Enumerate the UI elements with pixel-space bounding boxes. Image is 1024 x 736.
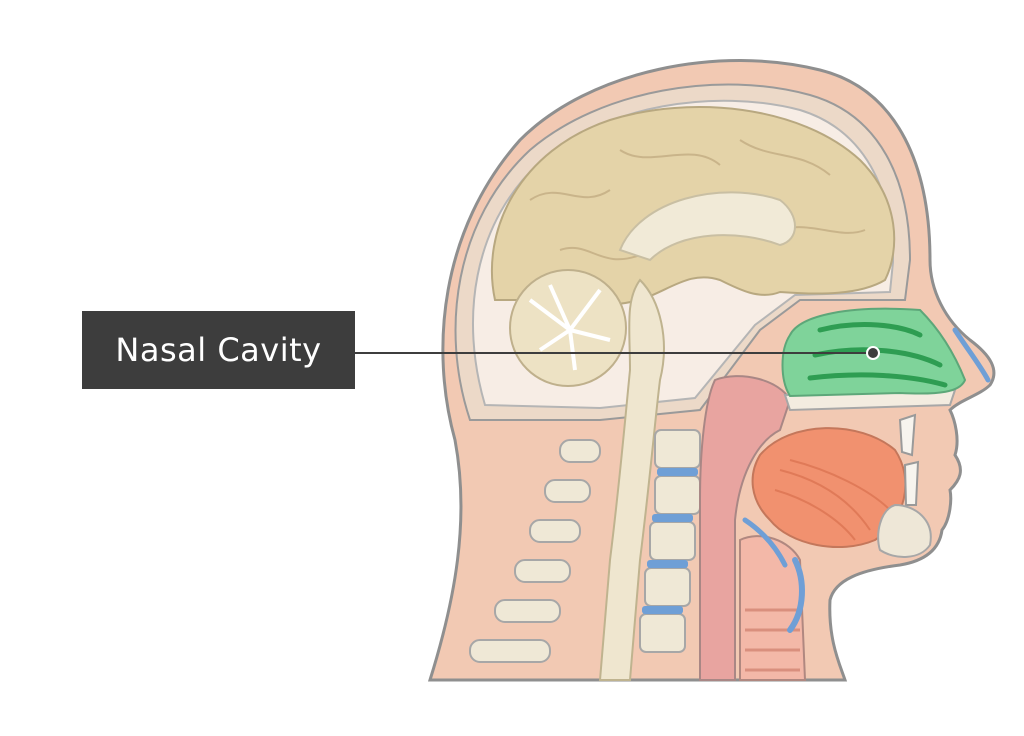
epiglottis — [742, 517, 788, 568]
nasal-cavity-label: Nasal Cavity — [115, 331, 322, 369]
teeth — [898, 413, 920, 506]
nasal-cartilage — [952, 327, 991, 383]
pharynx — [699, 375, 792, 681]
cervical-vertebrae — [639, 429, 701, 653]
corpus-callosum — [618, 191, 796, 262]
brain-gyri — [529, 139, 866, 261]
trachea-rings — [745, 608, 800, 672]
mandible — [877, 503, 932, 558]
cerebellum-arbor — [528, 284, 611, 371]
laryngeal-cartilage — [787, 557, 805, 633]
label-pointer-dot — [866, 346, 880, 360]
larynx — [739, 535, 807, 681]
brainstem-spinal-cord — [598, 278, 665, 681]
tongue-fibers — [774, 459, 891, 541]
spinous-processes — [469, 439, 601, 663]
nasal-cavity-label-box: Nasal Cavity — [82, 311, 355, 389]
